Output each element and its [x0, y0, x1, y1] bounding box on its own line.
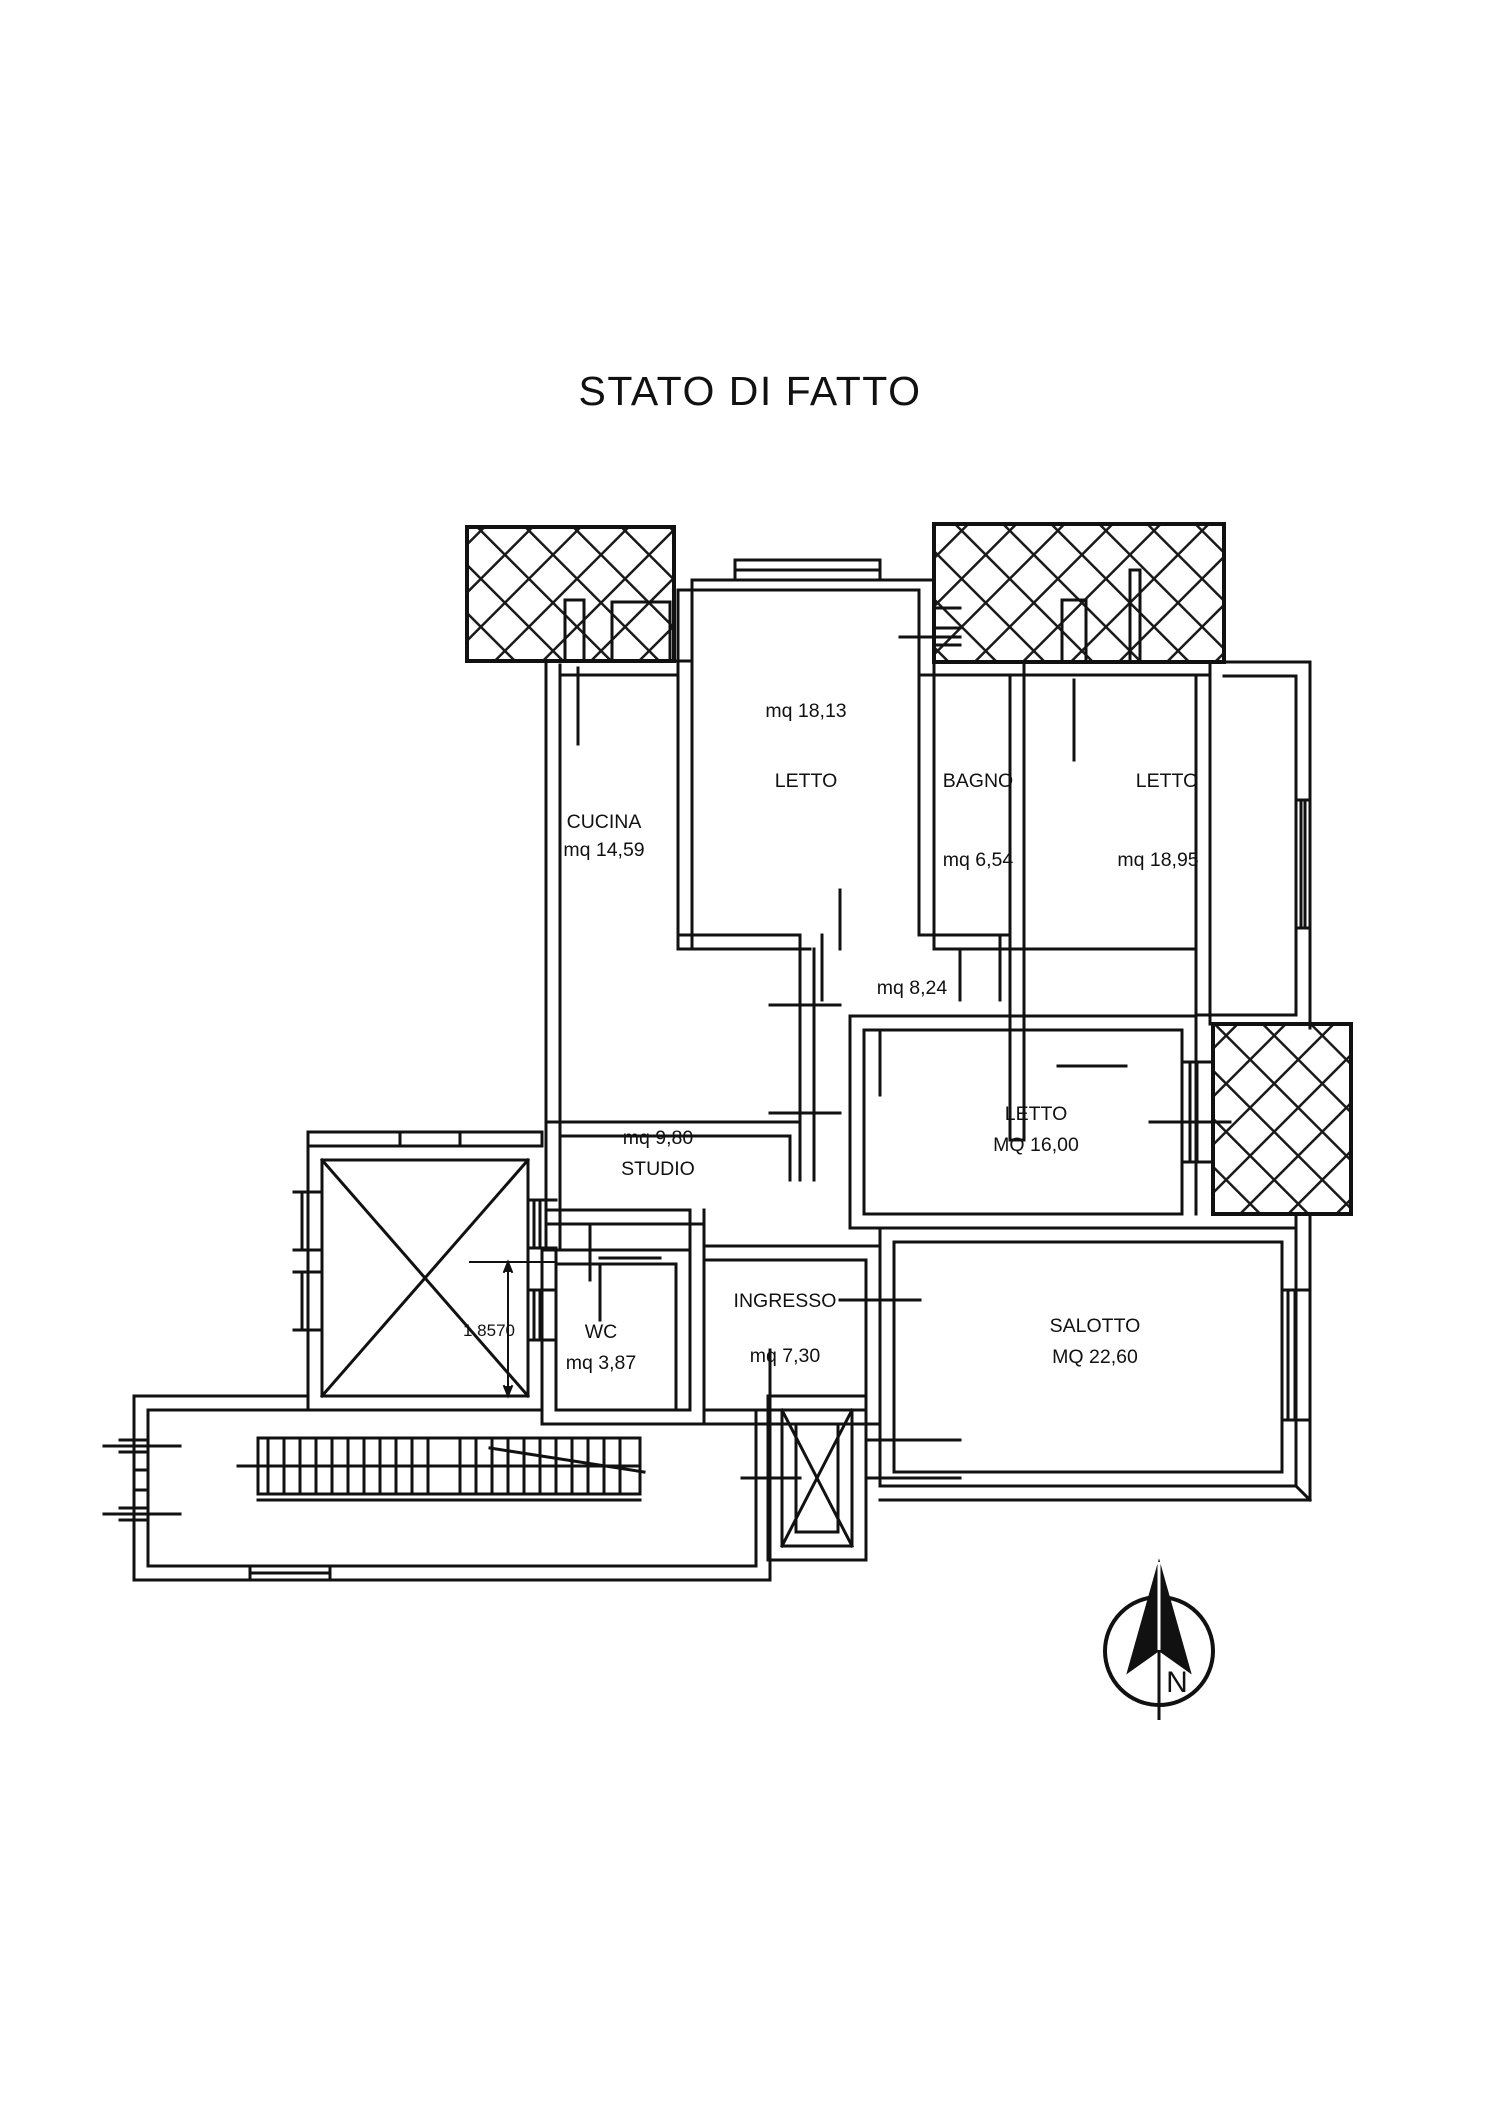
label-dim-courtyard: 1.8570: [463, 1321, 515, 1340]
outer-walls: [544, 578, 1313, 1503]
label-bagno-area: mq 6,54: [943, 849, 1014, 871]
balcony-top-right: [932, 522, 1226, 664]
wall-cucina-letto: [676, 659, 694, 951]
label-salotto-name: SALOTTO: [1050, 1315, 1141, 1337]
label-cucina-name: CUCINA: [567, 811, 642, 833]
room-labels: CUCINA mq 14,59 mq 18,13 LETTO BAGNO mq …: [563, 700, 1198, 1374]
label-bagno-name: BAGNO: [943, 770, 1013, 792]
label-corridoio-area: mq 8,24: [877, 977, 948, 999]
label-ingresso-area: mq 7,30: [750, 1345, 821, 1367]
elevator-shaft: [740, 1394, 962, 1562]
room-ingresso: [688, 1244, 922, 1502]
courtyard-shaft: [292, 1130, 558, 1412]
label-wc-area: mq 3,87: [566, 1352, 636, 1374]
north-arrow-label: N: [1166, 1666, 1188, 1699]
label-letto1600-area: MQ 16,00: [993, 1134, 1079, 1156]
balcony-right: [1211, 1022, 1353, 1216]
stairwell: [102, 1394, 772, 1582]
room-letto-1895: [1008, 568, 1298, 1142]
room-salotto: [878, 1226, 1312, 1488]
page-title: STATO DI FATTO: [578, 368, 922, 414]
label-wc-name: WC: [585, 1321, 618, 1343]
label-letto1895-name: LETTO: [1136, 770, 1199, 792]
balcony-top-left: [465, 525, 676, 663]
label-cucina-area: mq 14,59: [563, 839, 644, 861]
room-corridoio: [768, 947, 1128, 1182]
label-letto1813-area: mq 18,13: [765, 700, 846, 722]
label-salotto-area: MQ 22,60: [1052, 1346, 1138, 1368]
dimension-labels: 1.8570: [463, 1321, 515, 1340]
room-cucina: [544, 598, 672, 1138]
room-wc: [540, 1248, 706, 1426]
room-letto-1813: [676, 558, 882, 1002]
label-ingresso-name: INGRESSO: [734, 1290, 837, 1312]
north-arrow-icon: N: [1103, 1558, 1215, 1720]
label-letto1600-name: LETTO: [1005, 1103, 1068, 1125]
label-letto1813-name: LETTO: [775, 770, 838, 792]
label-letto1895-area: mq 18,95: [1117, 849, 1198, 871]
label-studio-area: mq 9,80: [623, 1127, 694, 1149]
dimension-courtyard: [469, 1259, 557, 1399]
label-studio-name: STUDIO: [621, 1158, 695, 1180]
